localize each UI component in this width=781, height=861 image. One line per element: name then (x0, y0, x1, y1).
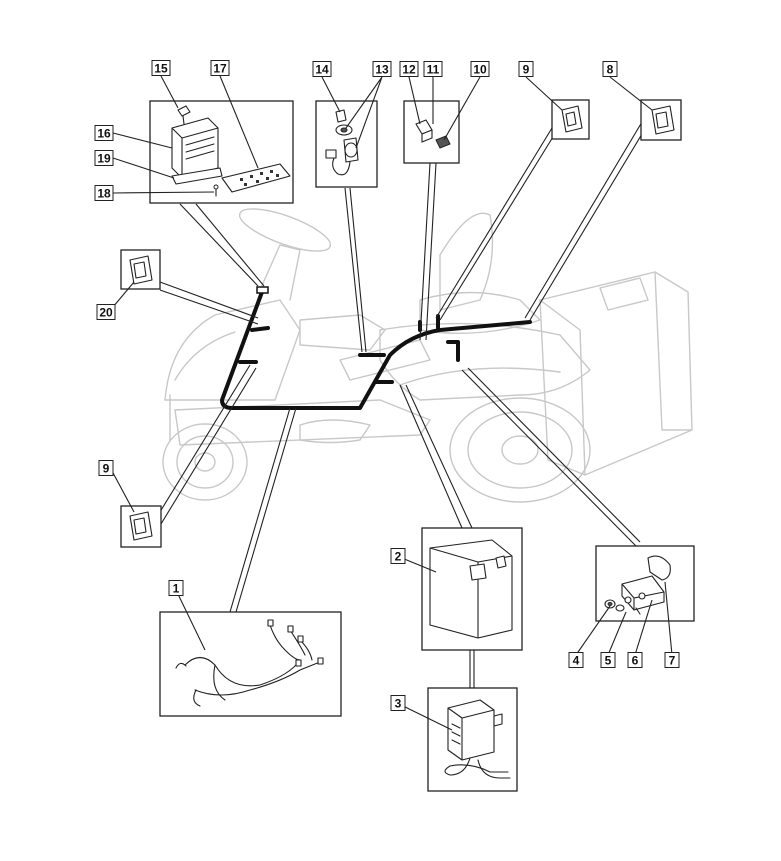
callout-c10: 10 (470, 61, 490, 77)
callout-number: 18 (97, 187, 111, 201)
inset-harness-box (159, 611, 342, 717)
callout-box (664, 652, 680, 668)
callout-c17: 17 (210, 60, 230, 76)
callout-c9b: 9 (98, 460, 114, 476)
inset-ignition-box (315, 100, 378, 188)
callout-number: 17 (213, 62, 227, 76)
callout-box (210, 60, 230, 76)
callout-number: 19 (97, 152, 111, 166)
callout-box (96, 304, 116, 320)
callout-c3: 3 (390, 695, 406, 711)
callout-number: 10 (473, 63, 487, 77)
inset-ecu-box (149, 100, 294, 204)
callout-box (312, 61, 332, 77)
callout-c5: 5 (600, 652, 616, 668)
callout-c11: 11 (423, 61, 443, 77)
callout-c20: 20 (96, 304, 116, 320)
callout-number: 2 (395, 550, 402, 564)
callout-c12: 12 (399, 61, 419, 77)
callout-c7: 7 (664, 652, 680, 668)
callout-number: 13 (375, 63, 389, 77)
callout-box (94, 125, 114, 141)
callout-box (94, 150, 114, 166)
callout-box (168, 580, 184, 596)
inset-switch-box (403, 100, 460, 164)
callout-c18: 18 (94, 185, 114, 201)
callout-box (390, 548, 406, 564)
callout-c13: 13 (372, 61, 392, 77)
callout-box (600, 652, 616, 668)
callout-box (470, 61, 490, 77)
inset-charger-box (427, 687, 518, 792)
leader-lines (154, 121, 649, 688)
callout-c2: 2 (390, 548, 406, 564)
callout-c4: 4 (568, 652, 584, 668)
callout-number: 9 (523, 63, 530, 77)
callout-box (602, 61, 618, 77)
callout-box (627, 652, 643, 668)
callout-number: 15 (154, 62, 168, 76)
callout-box (518, 61, 534, 77)
callout-box (568, 652, 584, 668)
callout-box (372, 61, 392, 77)
callout-box (423, 61, 443, 77)
callout-number: 14 (315, 63, 329, 77)
callout-c6: 6 (627, 652, 643, 668)
callout-c15: 15 (151, 60, 171, 76)
inset-battery-box (421, 527, 523, 651)
callout-number: 12 (402, 63, 416, 77)
callout-box (94, 185, 114, 201)
callout-c16: 16 (94, 125, 114, 141)
callout-number: 20 (99, 306, 113, 320)
callout-c14: 14 (312, 61, 332, 77)
callout-number: 1 (173, 582, 180, 596)
callout-box (151, 60, 171, 76)
callout-c8: 8 (602, 61, 618, 77)
callout-number: 4 (573, 654, 580, 668)
inset-connector-20 (120, 249, 161, 290)
inset-connector-9-bottom (120, 505, 162, 548)
callout-number: 8 (607, 63, 614, 77)
callout-number: 11 (427, 63, 440, 77)
callout-number: 9 (103, 462, 110, 476)
callout-box (390, 695, 406, 711)
callout-pointers (111, 75, 673, 731)
callout-c19: 19 (94, 150, 114, 166)
callout-c1: 1 (168, 580, 184, 596)
callout-number: 5 (605, 654, 612, 668)
callout-number: 6 (632, 654, 639, 668)
callout-box (98, 460, 114, 476)
inset-connector-9-top (551, 99, 590, 140)
callout-number: 3 (395, 697, 402, 711)
callout-box (399, 61, 419, 77)
tractor-outline (162, 208, 693, 503)
inset-solenoid-box (595, 545, 695, 622)
wiring-harness-path (220, 286, 532, 410)
callout-c9a: 9 (518, 61, 534, 77)
callout-number: 7 (669, 654, 676, 668)
callout-number: 16 (97, 127, 111, 141)
